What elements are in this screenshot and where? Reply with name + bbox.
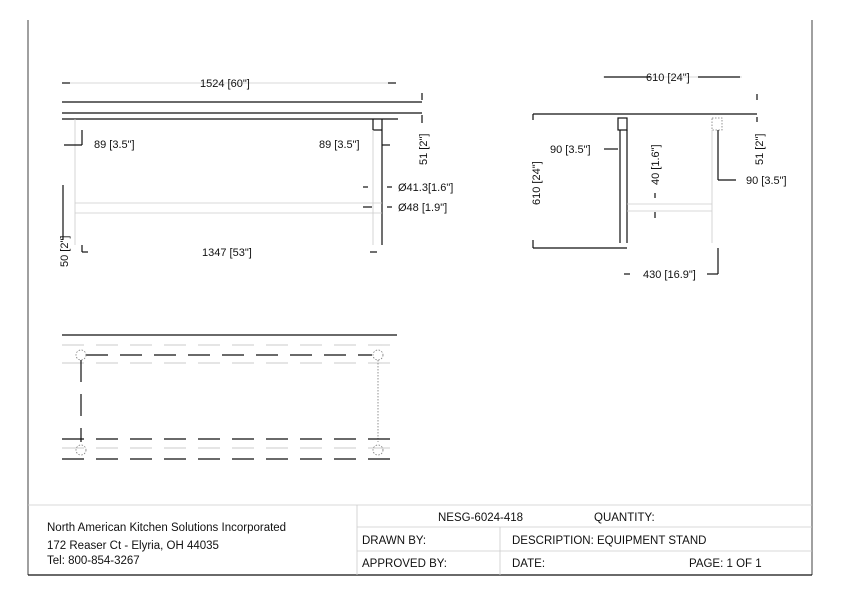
dim-inner-length: 1347 [53"] bbox=[202, 247, 252, 259]
quantity-label: QUANTITY: bbox=[594, 512, 655, 524]
dim-height: 610 [24"] bbox=[531, 161, 543, 205]
part-number: NESG-6024-418 bbox=[438, 512, 523, 524]
date-label: DATE: bbox=[512, 558, 545, 570]
front-view: 1524 [60"] 51 [2"] 89 [3.5"] 89 [3.5"] Ø… bbox=[59, 78, 453, 267]
dim-leg-outer-diameter: Ø48 [1.9"] bbox=[398, 202, 447, 214]
page-number: PAGE: 1 OF 1 bbox=[689, 558, 762, 570]
dim-leg-offset-right: 89 [3.5"] bbox=[319, 139, 360, 151]
dim-foot-height: 50 [2"] bbox=[59, 236, 71, 267]
title-block: North American Kitchen Solutions Incorpo… bbox=[28, 504, 812, 575]
side-view: 610 [24"] 610 [24"] 90 [3.5"] 40 [1.6"] … bbox=[531, 72, 787, 281]
dim-leg-inner-diameter: Ø41.3[1.6"] bbox=[398, 182, 453, 194]
dim-top-thickness: 51 [2"] bbox=[418, 134, 430, 165]
dim-overall-length: 1524 [60"] bbox=[200, 78, 250, 90]
dim-leg-offset-left: 90 [3.5"] bbox=[550, 144, 591, 156]
top-view bbox=[62, 334, 397, 460]
dim-leg-spacing: 430 [16.9"] bbox=[643, 269, 696, 281]
sheet-border bbox=[27, 20, 813, 576]
drawn-by-label: DRAWN BY: bbox=[362, 535, 426, 547]
company-name: North American Kitchen Solutions Incorpo… bbox=[47, 522, 286, 534]
dim-crossbar-height: 40 [1.6"] bbox=[650, 144, 662, 185]
dim-top-thickness: 51 [2"] bbox=[754, 134, 766, 165]
company-phone: Tel: 800-854-3267 bbox=[47, 555, 140, 567]
approved-by-label: APPROVED BY: bbox=[362, 558, 447, 570]
company-address: 172 Reaser Ct - Elyria, OH 44035 bbox=[47, 540, 219, 552]
dim-leg-offset-right: 90 [3.5"] bbox=[746, 175, 787, 187]
dim-leg-offset-left: 89 [3.5"] bbox=[94, 139, 135, 151]
description: DESCRIPTION: EQUIPMENT STAND bbox=[512, 535, 706, 547]
dim-overall-depth: 610 [24"] bbox=[646, 72, 690, 84]
